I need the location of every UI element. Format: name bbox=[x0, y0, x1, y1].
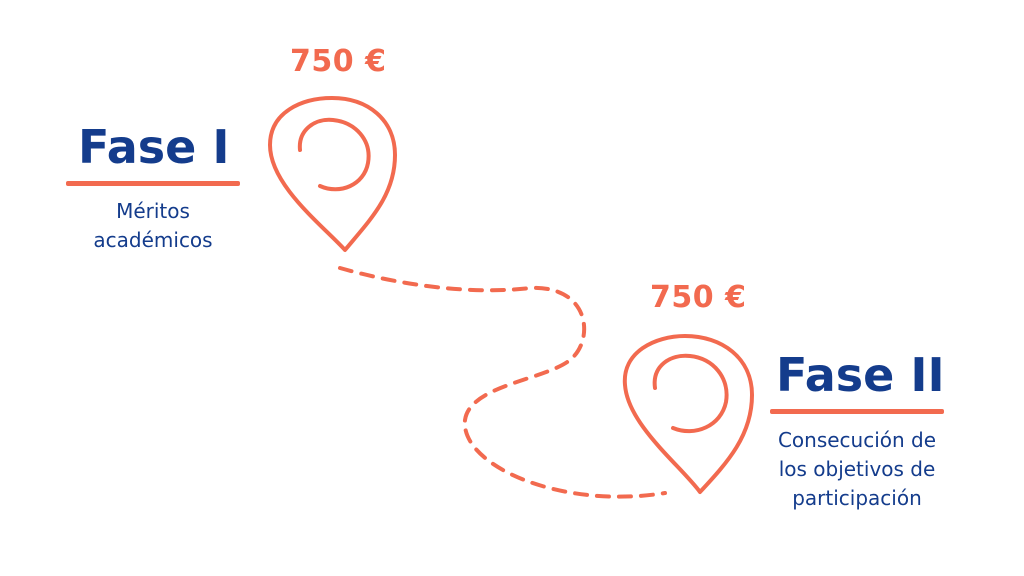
phase1-description-line: académicos bbox=[93, 228, 213, 252]
map-pin-icon bbox=[622, 334, 754, 494]
phase2-description: Consecución de los objetivos de particip… bbox=[752, 426, 962, 513]
map-pin-icon bbox=[268, 96, 397, 252]
phase2-description-line: los objetivos de bbox=[778, 457, 936, 481]
phase1-amount: 750 € bbox=[290, 44, 387, 79]
phase2-description-line: participación bbox=[792, 486, 922, 510]
phase2-description-line: Consecución de bbox=[777, 428, 937, 452]
phase1-description: Méritos académicos bbox=[66, 197, 240, 255]
phase2-amount: 750 € bbox=[650, 280, 747, 315]
phase1-underline bbox=[66, 181, 240, 186]
dashed-route-path bbox=[338, 266, 667, 499]
phase2-underline bbox=[770, 409, 944, 414]
phase1-title: Fase I bbox=[78, 120, 230, 174]
phase1-description-line: Méritos bbox=[116, 199, 190, 223]
phase2-title: Fase II bbox=[776, 348, 945, 402]
